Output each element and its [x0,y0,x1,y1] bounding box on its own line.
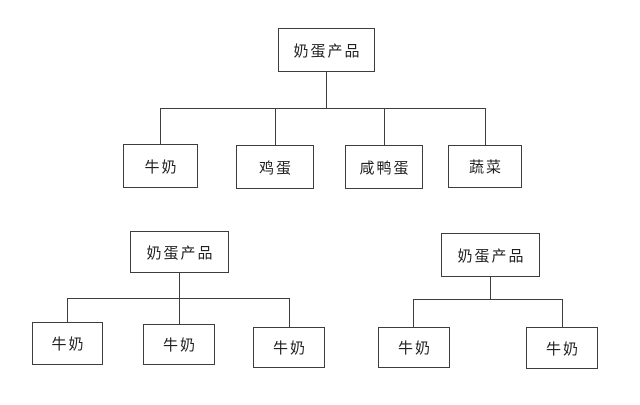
tree1-bus-line [160,108,485,109]
tree2-root-stem-line [179,273,180,298]
tree3-drop-line-1 [413,299,414,327]
tree1-child-box-2: 鸡蛋 [236,145,314,189]
tree2-child-box-3: 牛奶 [253,327,325,368]
tree2-drop-line-1 [67,298,68,322]
tree2-drop-line-3 [289,298,290,327]
tree2-root-box: 奶蛋产品 [130,231,229,273]
tree3-bus-line [413,299,562,300]
tree2-bus-line [67,298,289,299]
tree3-drop-line-2 [562,299,563,327]
tree3-root-box: 奶蛋产品 [441,233,540,277]
tree3-root-stem-line [490,277,491,299]
tree2-drop-line-2 [179,298,180,324]
tree2-child-box-2: 牛奶 [143,324,215,365]
tree1-root-box: 奶蛋产品 [278,28,375,72]
tree1-drop-line-4 [485,108,486,145]
tree1-drop-line-3 [384,108,385,145]
tree1-child-box-3: 咸鸭蛋 [345,145,423,189]
tree3-child-box-2: 牛奶 [526,327,598,369]
tree1-root-stem-line [326,72,327,108]
tree1-drop-line-1 [160,108,161,145]
tree1-drop-line-2 [275,108,276,145]
tree1-child-box-1: 牛奶 [123,144,198,188]
tree2-child-box-1: 牛奶 [32,322,103,365]
tree1-child-box-4: 蔬菜 [448,145,522,188]
tree3-child-box-1: 牛奶 [378,327,450,368]
